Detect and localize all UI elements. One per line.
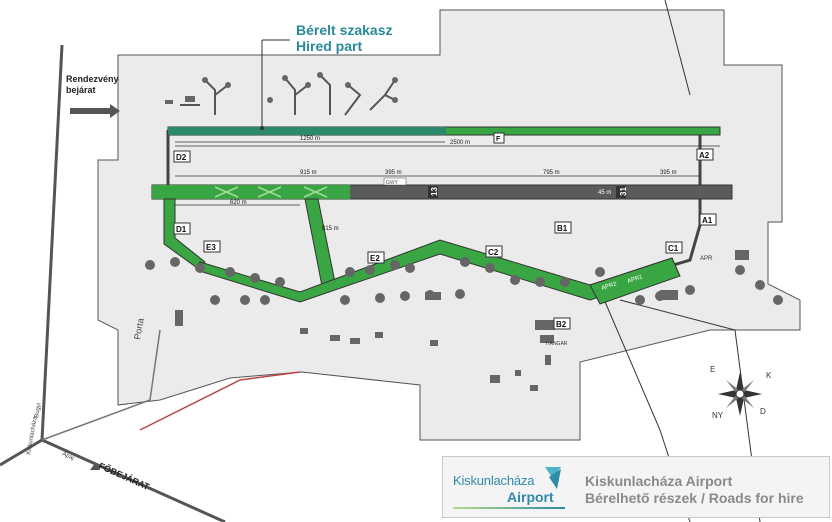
airport-area [97,9,801,441]
road-fence [139,371,301,431]
brand-logo-icon [545,467,561,489]
taxiway-label-a2: A2 [699,151,710,160]
runway-end-mark-13 [428,186,438,198]
taxiway-label-b1: B1 [557,224,568,233]
main-entrance-arrow [90,462,100,470]
hardstands [145,257,783,305]
runway-mark: GWY [386,180,399,186]
legend-hired-hu: Bérelt szakasz [296,22,393,38]
dim-45: 45 m [598,190,611,196]
taxiway-label-e3: E3 [206,243,216,252]
apron-label-apr1: APR1 [627,274,644,285]
dim-915: 915 m [300,170,317,176]
compass-d: D [760,407,766,416]
entrance-arrow [70,104,120,118]
runway-x-marks [214,186,328,198]
compass-n: NY [712,411,724,420]
runway-hired [152,185,350,199]
runway-13: 13 [430,187,439,196]
road-label-kiskunlachaza: Kiskunlacháza [26,416,39,456]
dispersal-north-dots [202,72,398,103]
compass-k: K [766,371,772,380]
legend-leader-dot [260,126,264,130]
road-label-bugyi: Bugyi [34,403,43,419]
road-ne [664,0,691,96]
dispersal-north [180,74,396,116]
runway-marking-box [383,177,407,186]
road-label-apaj: Apaj [61,451,74,461]
compass-e: E [710,365,715,374]
road-kiskunlachaza [40,44,64,441]
taxiway-f-hired-dark [168,127,446,135]
taxiway-label-e2: E2 [370,254,380,263]
dim-620: 620 m [230,200,247,206]
taxiway-label-d1: D1 [176,225,187,234]
airport-subtitle: Bérelhető részek / Roads for hire [585,490,804,506]
dim-395b: 395 m [660,170,677,176]
entrance-label-2: bejárat [66,85,96,95]
dim-795: 795 m [543,170,560,176]
taxiway-label-d2: D2 [176,153,187,162]
taxiway-label-f: F [496,136,501,143]
taxiway-label-c1: C1 [668,244,679,253]
taxiway-label-b2: B2 [556,320,567,329]
dim-815: 815 m [322,226,339,232]
road-internal [41,329,161,441]
road-apaj [0,438,43,467]
taxiway-boxes [173,132,717,330]
taxiway-label-a1: A1 [702,216,713,225]
legend-hired-en: Hired part [296,38,362,54]
dim-395a: 395 m [385,170,402,176]
dim-1250: 1250 m [300,136,320,142]
taxiway-label-c2: C2 [488,248,499,257]
runway-end-mark-31 [616,186,626,198]
brand-word: Kiskunlacháza [453,473,535,488]
compass-icon [718,372,762,416]
taxiway-d1-hired [163,198,206,271]
dimension-lines [175,141,720,206]
road-main [41,438,226,522]
apron-hired [589,257,681,305]
brand-panel: Kiskunlacháza Airport Kiskunlacháza Airp… [442,456,830,518]
brand-sub: Airport [507,489,554,505]
road-label-porta: Porta [132,317,146,340]
entrance-label-1: Rendezvény [66,74,119,84]
apron-label-apr: APR [700,256,713,262]
runway-31: 31 [619,187,628,196]
airport-title: Kiskunlacháza Airport [585,473,733,489]
apron-label-apr2: APR2 [601,281,618,292]
main-entrance-label: FŐBEJÁRAT [97,460,152,492]
apron-label-hangar: HANGAR [546,341,568,347]
brand-underline [453,507,565,509]
dim-2500: 2500 m [450,140,470,146]
